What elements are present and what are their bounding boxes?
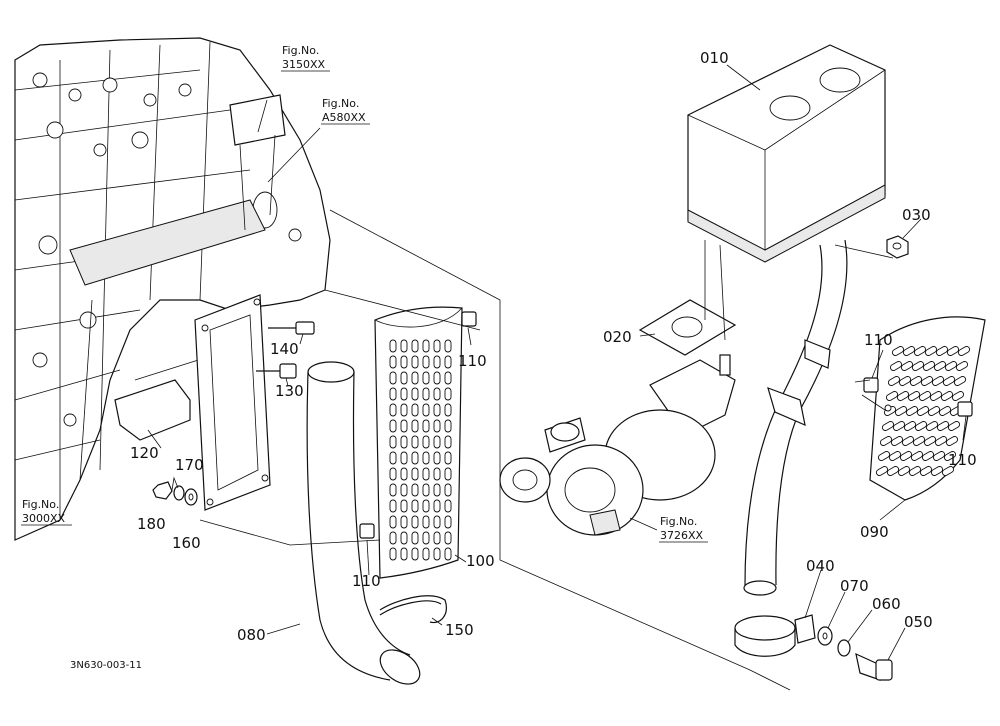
muffler-010 xyxy=(687,44,886,263)
svg-text:Fig.No.: Fig.No. xyxy=(22,498,59,511)
callout-140: 140 xyxy=(270,340,299,358)
callout-080: 080 xyxy=(237,626,266,644)
svg-text:Fig.No.: Fig.No. xyxy=(282,44,319,57)
washer-070 xyxy=(817,626,833,646)
bolt-110-c xyxy=(863,377,892,412)
callout-020: 020 xyxy=(603,328,632,346)
washer-160 xyxy=(184,488,198,506)
callout-090: 090 xyxy=(860,523,889,541)
callout-010: 010 xyxy=(700,49,729,67)
svg-text:Fig.No.: Fig.No. xyxy=(322,97,359,110)
heat-shield-090 xyxy=(869,316,986,501)
callout-110-d: 110 xyxy=(948,451,977,469)
bolt-050 xyxy=(855,652,893,681)
svg-text:Fig.No.: Fig.No. xyxy=(660,515,697,528)
drawing-code: 3N630-003-11 xyxy=(70,660,142,671)
fig-ref-a580xx: Fig.No. A580XX xyxy=(321,97,370,125)
lock-washer-170 xyxy=(173,485,185,501)
clamp-040 xyxy=(734,614,816,657)
bolt-110-a xyxy=(461,311,477,327)
callout-030: 030 xyxy=(902,206,931,224)
callout-070: 070 xyxy=(840,577,869,595)
bolt-110-d xyxy=(957,401,973,417)
callout-060: 060 xyxy=(872,595,901,613)
callout-180: 180 xyxy=(137,515,166,533)
callout-120: 120 xyxy=(130,444,159,462)
callout-110-a: 110 xyxy=(458,352,487,370)
svg-text:3150XX: 3150XX xyxy=(282,58,326,71)
svg-text:A580XX: A580XX xyxy=(322,111,366,124)
tailpipe xyxy=(743,239,848,596)
bolt-110-b xyxy=(359,523,375,539)
assembly-guide-lines xyxy=(199,209,894,691)
exhaust-pipe-080 xyxy=(306,361,421,685)
fig-ref-3000xx: Fig.No. 3000XX xyxy=(21,498,72,526)
turbocharger-illustration xyxy=(499,354,736,536)
callout-050: 050 xyxy=(904,613,933,631)
bolt-140 xyxy=(268,321,315,335)
callout-labels: 010 030 020 110 110 090 040 070 060 050 … xyxy=(130,49,977,644)
lock-washer-060 xyxy=(837,639,851,657)
engine-block-illustration xyxy=(14,37,331,541)
callout-170: 170 xyxy=(175,456,204,474)
fig-ref-3726xx: Fig.No. 3726XX xyxy=(659,515,708,543)
callout-110-b: 110 xyxy=(352,572,381,590)
gasket-020 xyxy=(638,299,737,356)
nut-030 xyxy=(886,235,909,259)
svg-text:3000XX: 3000XX xyxy=(22,512,66,525)
bolt-130 xyxy=(256,363,297,379)
mounting-bracket-plate xyxy=(194,294,271,511)
svg-text:3726XX: 3726XX xyxy=(660,529,704,542)
callout-150: 150 xyxy=(445,621,474,639)
callout-160: 160 xyxy=(172,534,201,552)
callout-040: 040 xyxy=(806,557,835,575)
leader-lines xyxy=(79,64,967,661)
nut-180 xyxy=(152,481,173,500)
callout-130: 130 xyxy=(275,382,304,400)
heat-shield-100 xyxy=(374,306,463,579)
callout-110-c: 110 xyxy=(864,331,893,349)
band-clamp-150 xyxy=(379,595,447,624)
callout-100: 100 xyxy=(466,552,495,570)
fig-ref-3150xx: Fig.No. 3150XX xyxy=(281,44,330,72)
